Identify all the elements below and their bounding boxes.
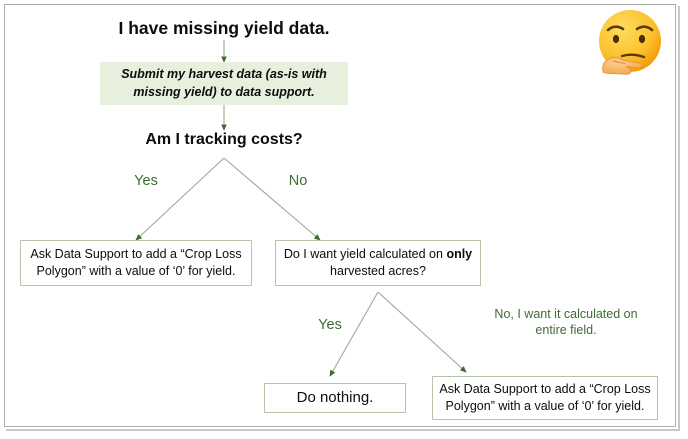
thinking-face-svg: [599, 10, 661, 75]
node-action-text: Submit my harvest data (as-is with missi…: [121, 67, 327, 99]
node-question-harvested-acres: Do I want yield calculated on only harve…: [275, 240, 481, 286]
branch-label-no-2: No, I want it calculated on entire field…: [494, 307, 638, 338]
node-question2-text: Do I want yield calculated on only harve…: [282, 246, 474, 281]
node-question2-part1: Do I want yield calculated on: [283, 246, 447, 261]
branch-label-no-1: No: [288, 173, 308, 189]
node-outcome-bottom-right-text: Ask Data Support to add a “Crop Loss Pol…: [439, 381, 651, 413]
branch-label-yes-1: Yes: [134, 173, 158, 189]
node-outcome-crop-loss-polygon-left: Ask Data Support to add a “Crop Loss Pol…: [20, 240, 252, 286]
node-action-submit-harvest-data: Submit my harvest data (as-is with missi…: [100, 62, 348, 105]
node-question2-part2: harvested acres?: [330, 264, 426, 278]
arrow-question2-no: [377, 291, 467, 373]
node-question-tracking-costs: Am I tracking costs?: [145, 131, 303, 148]
branch-label-yes-2: Yes: [318, 317, 342, 333]
arrow-question1-no: [223, 157, 321, 241]
node-outcome-left-text: Ask Data Support to add a “Crop Loss Pol…: [30, 246, 242, 278]
node-do-nothing-text: Do nothing.: [296, 388, 374, 406]
thinking-face-icon: [589, 8, 671, 76]
node-outcome-crop-loss-polygon-bottom-right: Ask Data Support to add a “Crop Loss Pol…: [432, 376, 658, 420]
node-title: I have missing yield data.: [118, 18, 330, 38]
arrow-question1-yes: [135, 157, 225, 241]
node-question2-emphasis: only: [446, 246, 473, 261]
node-outcome-do-nothing: Do nothing.: [264, 383, 406, 413]
